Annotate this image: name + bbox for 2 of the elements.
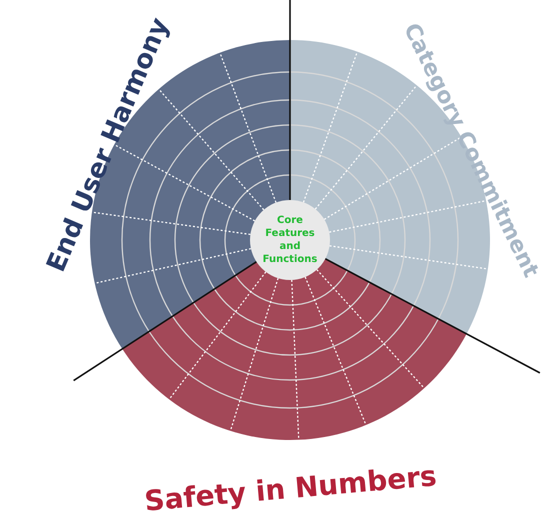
sector-title: Safety in Numbers (142, 458, 438, 513)
center-label: Core Features and Functions (262, 214, 318, 266)
